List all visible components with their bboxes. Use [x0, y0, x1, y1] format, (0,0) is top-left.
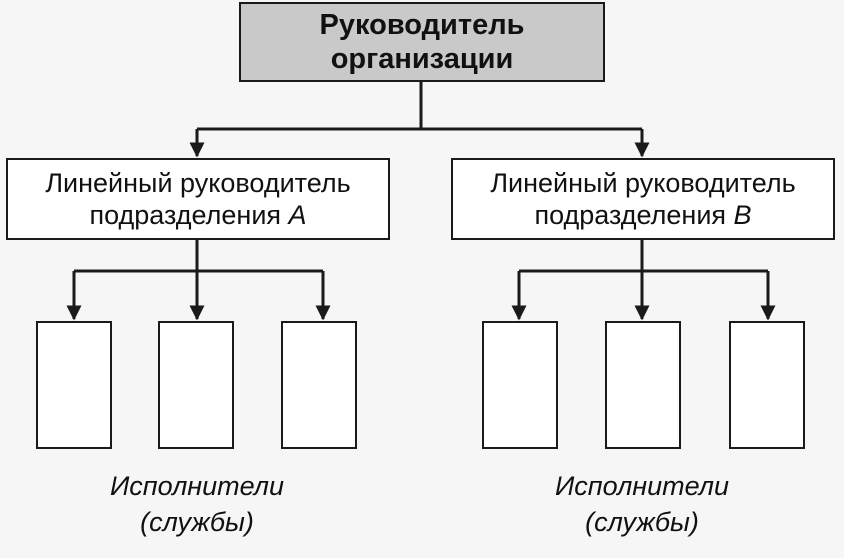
unit-a-letter: А [288, 200, 307, 230]
executor-box-a3 [281, 321, 357, 449]
executors-a-line1: Исполнители [109, 471, 285, 501]
unit-b-line2: подразделения В [534, 199, 751, 231]
executor-box-b1 [482, 321, 558, 449]
unit-b-letter: В [733, 200, 752, 230]
executors-b-line2: (службы) [585, 507, 699, 537]
executors-b-line1: Исполнители [554, 471, 730, 501]
unit-a-line2-prefix: подразделения [89, 200, 289, 230]
organization-head-line1: Руководитель [319, 9, 525, 41]
unit-b-line1: Линейный руководитель [490, 168, 796, 198]
executor-box-b2 [605, 321, 681, 449]
unit-b-line2-prefix: подразделения [534, 200, 734, 230]
unit-a-line1: Линейный руководитель [45, 168, 351, 198]
organization-head-box: Руководитель организации [239, 2, 605, 82]
executor-box-a2 [158, 321, 234, 449]
executor-box-a1 [36, 321, 112, 449]
organization-head-line2: организации [330, 43, 514, 75]
unit-a-manager-box: Линейный руководитель подразделения А [6, 158, 390, 240]
executors-label-b: Исполнители (службы) [522, 468, 762, 540]
unit-b-manager-box: Линейный руководитель подразделения В [451, 158, 835, 240]
executors-label-a: Исполнители (службы) [77, 468, 317, 540]
unit-a-line2: подразделения А [89, 199, 306, 231]
executor-box-b3 [729, 321, 805, 449]
executors-a-line2: (службы) [140, 507, 254, 537]
